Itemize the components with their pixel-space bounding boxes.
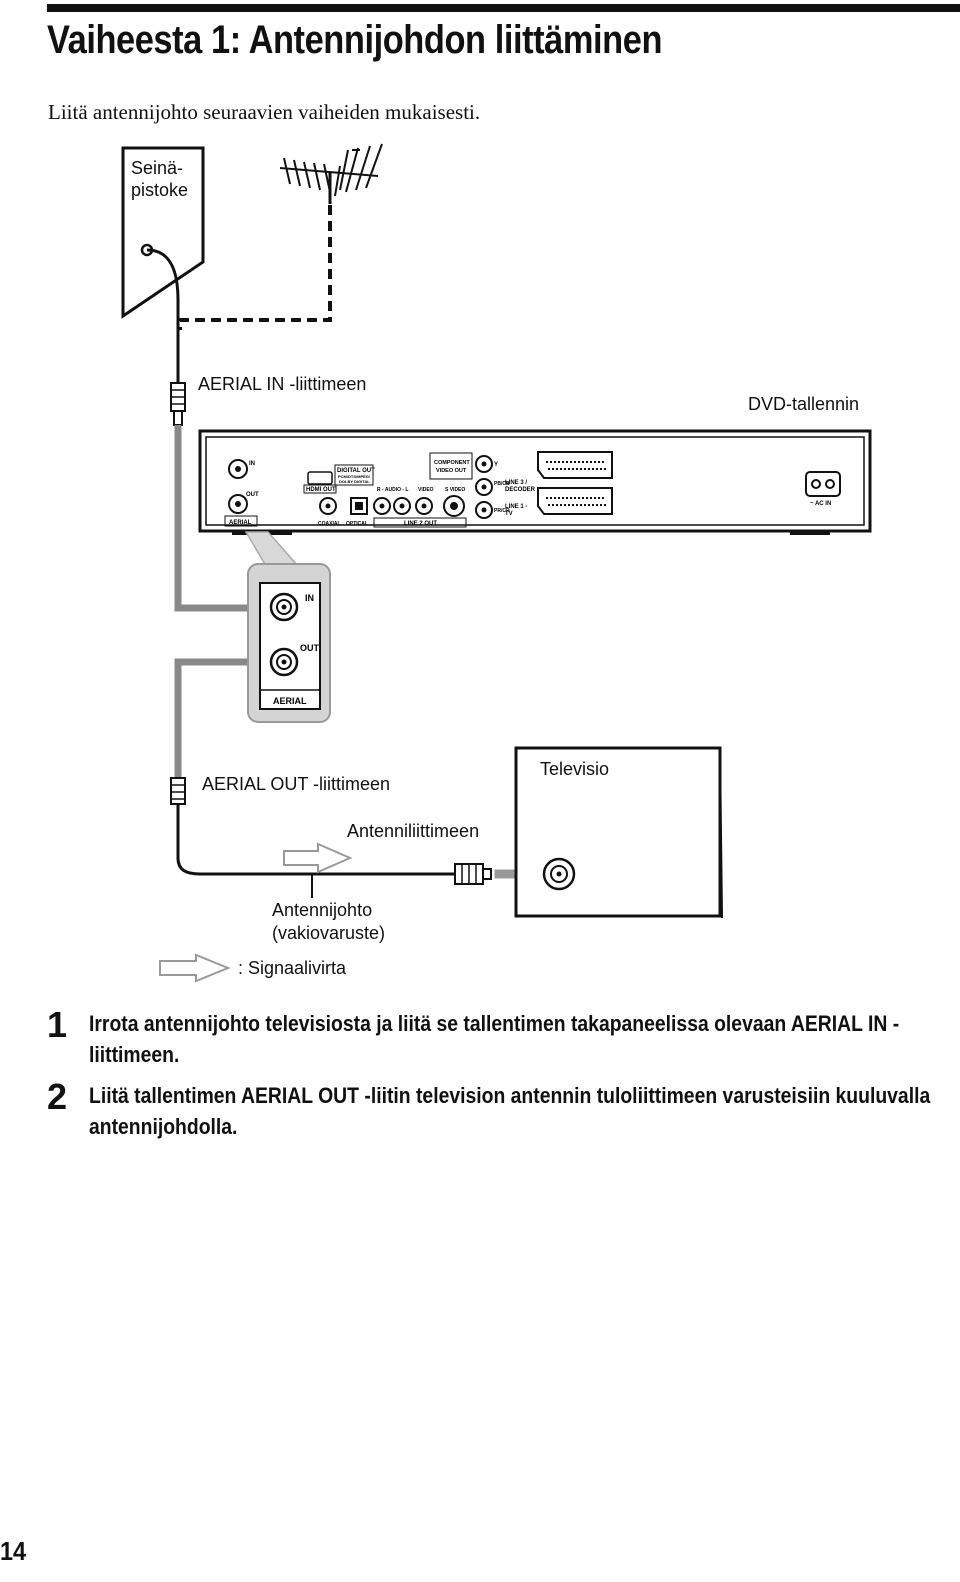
step-text: Liitä tallentimen AERIAL OUT -liitin tel… xyxy=(89,1083,931,1139)
zoom-label-aerial: AERIAL xyxy=(273,696,307,706)
dashed-original-cable xyxy=(178,205,332,330)
panel-label-line3-1: LINE 3 / xyxy=(505,480,527,486)
step-number: 2 xyxy=(47,1076,68,1117)
antenna-input-label: Antenniliittimeen xyxy=(347,821,480,841)
aerial-out-cable xyxy=(174,658,272,778)
panel-label-component-1: COMPONENT xyxy=(434,460,470,466)
panel-label-hdmi-out: HDMI OUT xyxy=(306,487,336,493)
legend-arrow-icon xyxy=(159,953,231,983)
panel-label-coaxial: COAXIAL xyxy=(318,521,341,527)
panel-label-video: VIDEO xyxy=(418,487,434,493)
panel-label-aerial: AERIAL xyxy=(229,520,252,526)
panel-label-digital-out: DIGITAL OUT xyxy=(337,468,375,474)
aerial-out-plug xyxy=(170,777,186,805)
panel-label-audio: R - AUDIO - L xyxy=(377,487,408,493)
panel-label-y: Y xyxy=(494,462,498,468)
dvd-recorder-label: DVD-tallennin xyxy=(748,394,860,414)
panel-label-line1-2: TV xyxy=(505,511,513,517)
page-number: 14 xyxy=(0,1536,27,1566)
step-2: 2 Liitä tallentimen AERIAL OUT -liitin t… xyxy=(47,1076,947,1142)
wall-outlet-label-2: pistoke xyxy=(131,180,189,200)
dvd-recorder-panel: IN OUT AERIAL HDMI OUT DIGITAL OUT PCM/D… xyxy=(198,429,872,535)
zoom-label-out: OUT xyxy=(300,643,320,653)
step-list: 1 Irrota antennijohto televisiosta ja li… xyxy=(47,1004,947,1152)
connection-diagram: IN OUT AERIAL HDMI OUT DIGITAL OUT PCM/D… xyxy=(121,143,872,983)
step-1: 1 Irrota antennijohto televisiosta ja li… xyxy=(47,1004,947,1070)
zoom-label-in: IN xyxy=(305,593,314,603)
panel-label-line3-2: DECODER xyxy=(505,487,536,493)
wall-outlet-label-1: Seinä- xyxy=(131,158,184,178)
wall-cable xyxy=(146,248,180,382)
legend-label: : Signaalivirta xyxy=(238,958,347,978)
aerial-in-plug xyxy=(170,382,186,426)
panel-label-pb-cb: PB/CB xyxy=(494,481,510,487)
panel-label-ac-in: ~ AC IN xyxy=(810,501,831,507)
tv-plug xyxy=(454,863,492,885)
panel-label-digital-out-sub1: PCM/DTS/MPEG/ xyxy=(338,474,371,479)
step-text: Irrota antennijohto televisiosta ja liit… xyxy=(89,1011,900,1067)
step-number: 1 xyxy=(47,1004,68,1045)
zoom-callout-wedge xyxy=(244,531,300,567)
panel-label-digital-out-sub2: DOLBY DIGITAL xyxy=(339,479,370,484)
panel-label-pr-cr: PR/CR xyxy=(494,508,510,514)
panel-label-s-video: S VIDEO xyxy=(445,487,465,493)
antenna-cable-label-2: (vakiovaruste) xyxy=(272,923,386,943)
panel-label-component-2: VIDEO OUT xyxy=(436,468,467,474)
roof-antenna xyxy=(279,143,383,204)
page-title: Vaiheesta 1: Antennijohdon liittäminen xyxy=(47,18,663,62)
aerial-in-label: AERIAL IN -liittimeen xyxy=(198,374,367,394)
aerial-zoom-panel: IN OUT AERIAL xyxy=(247,563,331,723)
panel-label-in: IN xyxy=(249,461,255,467)
aerial-in-cable xyxy=(174,425,275,612)
intro-text: Liitä antennijohto seuraavien vaiheiden … xyxy=(48,100,481,124)
panel-label-line1-1: LINE 1 - xyxy=(505,504,527,510)
aerial-out-label: AERIAL OUT -liittimeen xyxy=(202,774,391,794)
top-rule xyxy=(47,4,960,12)
supplied-antenna-cable xyxy=(176,804,455,876)
panel-label-line2-out: LINE 2 OUT xyxy=(404,521,437,527)
television-label: Televisio xyxy=(540,759,610,779)
signal-arrow-icon xyxy=(283,842,353,874)
panel-label-optical: OPTICAL xyxy=(346,521,368,527)
panel-label-out: OUT xyxy=(246,492,259,498)
television xyxy=(514,746,723,919)
antenna-cable-label-1: Antennijohto xyxy=(272,900,373,920)
